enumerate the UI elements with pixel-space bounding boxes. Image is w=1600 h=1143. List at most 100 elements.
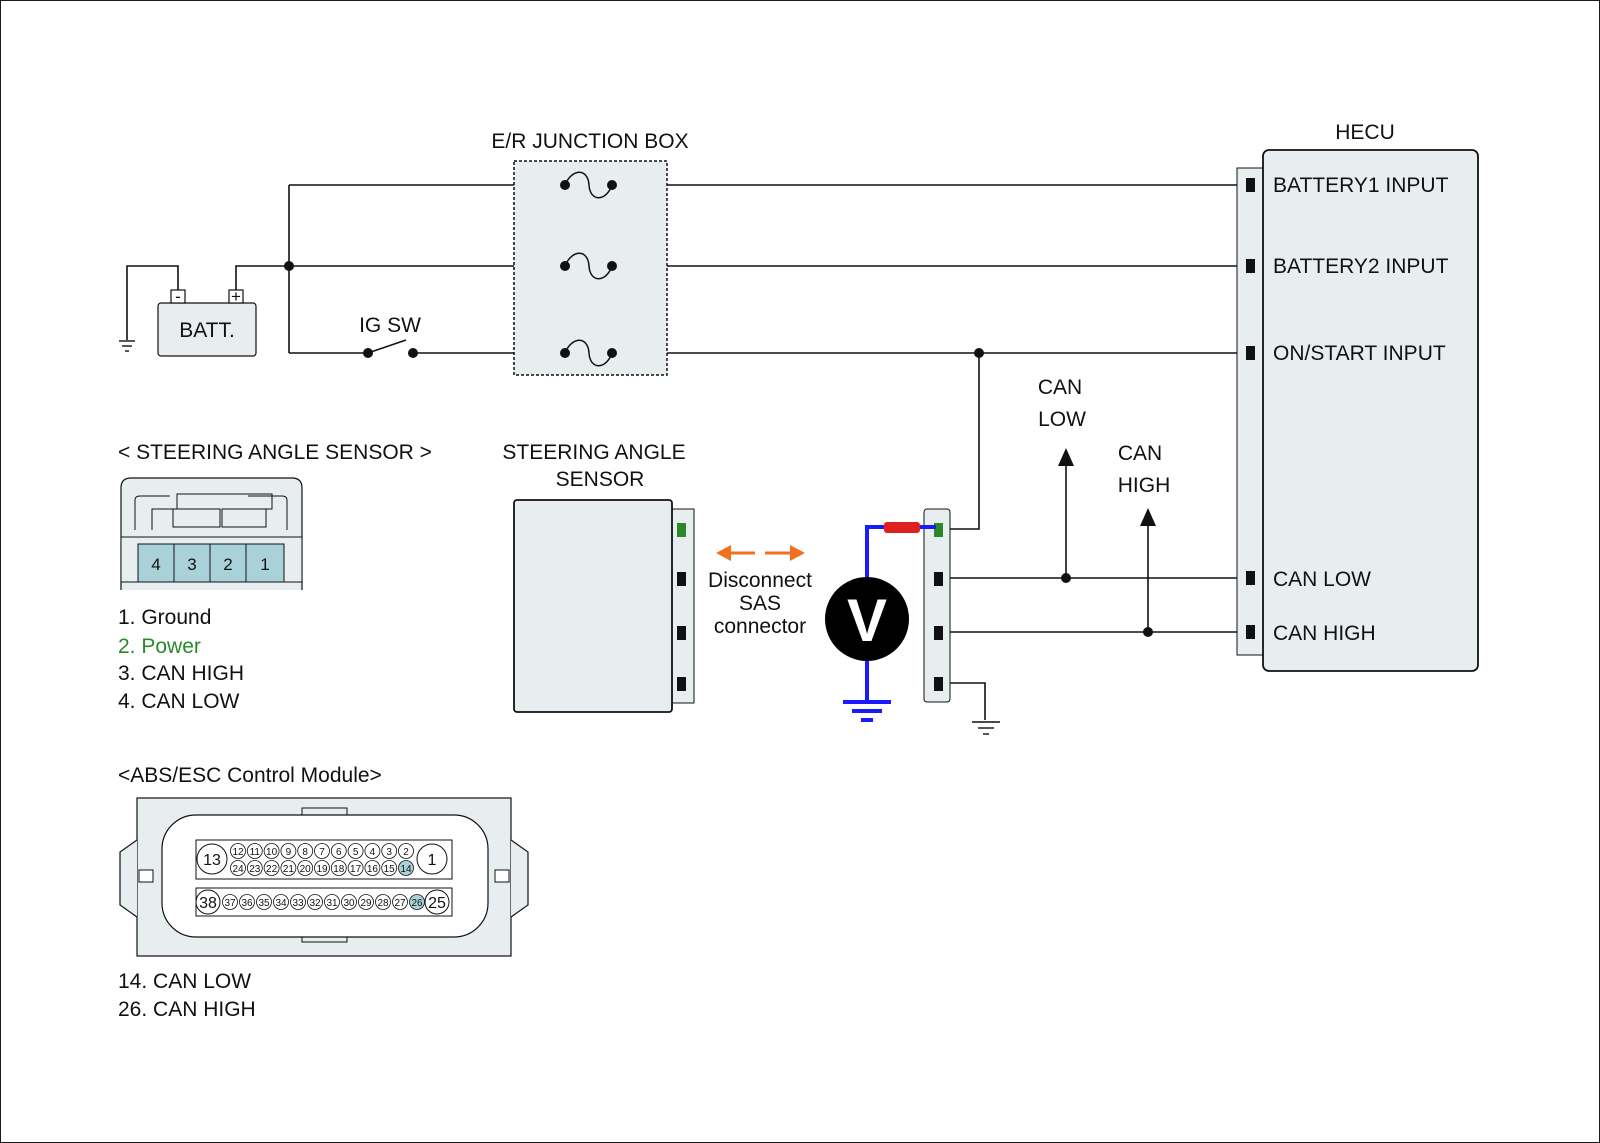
hecu-pin-can-low: CAN LOW [1273,568,1371,591]
abs-pin-38: 38 [199,895,217,912]
abs-pin-circle [392,894,408,910]
abs-pin-20: 20 [300,864,312,875]
abs-pin-circle [222,894,238,910]
abs-pin-circle [297,843,314,859]
sas-pin-1: 1 [260,555,269,574]
abs-pin-16: 16 [367,864,379,875]
abs-pin-1: 1 [428,852,437,869]
junction-dots [284,261,1153,637]
abs-pin-9: 9 [286,847,292,858]
abs-pin-circle [239,894,255,910]
can-low-arrow-label-2: LOW [1038,408,1086,431]
disconnect-arrows-icon [716,545,805,561]
sas-harness-connector [923,508,951,703]
disconnect-label-1: Disconnect [708,569,812,592]
abs-pin-circle [246,843,263,859]
abs-pin-circle [398,843,414,859]
junction-box: E/R JUNCTION BOX [491,130,689,376]
abs-pin-circle [297,860,314,876]
abs-pin-circle [307,894,323,910]
abs-pin-17: 17 [350,864,362,875]
abs-pin-22: 22 [266,864,278,875]
abs-pin-circle [358,894,374,910]
abs-pin-3: 3 [386,847,392,858]
abs-pin-31: 31 [326,898,338,909]
abs-pin-circle [290,894,306,910]
abs-pin-2: 2 [403,847,409,858]
can-low-arrow-label-1: CAN [1038,376,1082,399]
abs-pin-circle [280,843,297,859]
abs-pin-circle [375,894,391,910]
abs-pin-14: 14 [400,864,412,875]
abs-pin-circle [256,894,272,910]
abs-pin-circle [347,843,364,859]
abs-pin-list-1: 14. CAN LOW [118,970,251,993]
abs-pin-7: 7 [319,847,325,858]
hecu-module: HECU BATTERY1 INPUT BATTERY2 INPUT ON/ST… [1236,121,1479,672]
sas-pin-list-3: 3. CAN HIGH [118,662,244,685]
abs-pin-8: 8 [302,847,308,858]
hecu-pin-can-high: CAN HIGH [1273,622,1376,645]
abs-pin-circle [330,860,347,876]
ig-sw-label: IG SW [359,314,421,337]
abs-pin-5: 5 [353,847,359,858]
abs-pin-circle [230,843,246,859]
hecu-pin-on-start: ON/START INPUT [1273,342,1446,365]
abs-pin-circle [324,894,340,910]
sas-pin-list-1: 1. Ground [118,606,211,629]
hecu-pin-battery2: BATTERY2 INPUT [1273,255,1449,278]
fuse-icon [560,339,617,367]
sas-unit-title-2: SENSOR [556,468,645,491]
abs-pin-circle [280,860,297,876]
abs-pin-28: 28 [377,898,389,909]
hecu-label: HECU [1335,121,1395,144]
fuse-icon [560,252,617,280]
abs-pin-30: 30 [343,898,355,909]
abs-pin-24: 24 [232,864,244,875]
abs-pin-6: 6 [336,847,342,858]
voltmeter: V [825,522,936,722]
sas-unit-title-1: STEERING ANGLE [502,441,685,464]
abs-pin-circle [273,894,289,910]
sas-pin-list-4: 4. CAN LOW [118,690,240,713]
sas-pin-list-2: 2. Power [118,635,201,658]
abs-pin-21: 21 [283,864,295,875]
sas-connector-title: < STEERING ANGLE SENSOR > [118,441,432,464]
abs-pin-27: 27 [394,898,406,909]
disconnect-label-3: connector [714,615,806,638]
abs-pin-circle [314,860,330,876]
abs-pin-circle [246,860,263,876]
abs-pin-26: 26 [411,898,423,909]
sas-pin-2: 2 [223,555,232,574]
abs-pin-circle [364,843,381,859]
abs-pin-19: 19 [316,864,328,875]
fuse-icon [560,171,617,199]
battery: - + BATT. [157,287,257,357]
abs-pin-18: 18 [333,864,345,875]
abs-pin-29: 29 [360,898,372,909]
abs-pin-33: 33 [292,898,304,909]
disconnect-label-2: SAS [739,592,781,615]
abs-pin-circle [230,860,246,876]
abs-pin-circle [263,843,280,859]
abs-pin-37: 37 [224,898,236,909]
abs-pin-circle [381,860,398,876]
can-high-arrow-label-2: HIGH [1118,474,1171,497]
battery-minus-label: - [175,287,181,306]
abs-pin-circle [381,843,398,859]
steering-angle-sensor-unit: STEERING ANGLE SENSOR [502,441,695,713]
sas-pin-4: 4 [151,555,160,574]
abs-pin-32: 32 [309,898,321,909]
abs-pin-13: 13 [203,852,221,869]
abs-pin-34: 34 [275,898,287,909]
can-high-arrow-label-1: CAN [1118,442,1162,465]
abs-pin-list-2: 26. CAN HIGH [118,998,256,1021]
abs-pin-11: 11 [250,847,261,858]
hecu-pin-battery1: BATTERY1 INPUT [1273,174,1449,197]
abs-pin-circle [314,843,330,859]
ignition-switch: IG SW [359,314,421,358]
abs-pin-circle [398,860,414,876]
